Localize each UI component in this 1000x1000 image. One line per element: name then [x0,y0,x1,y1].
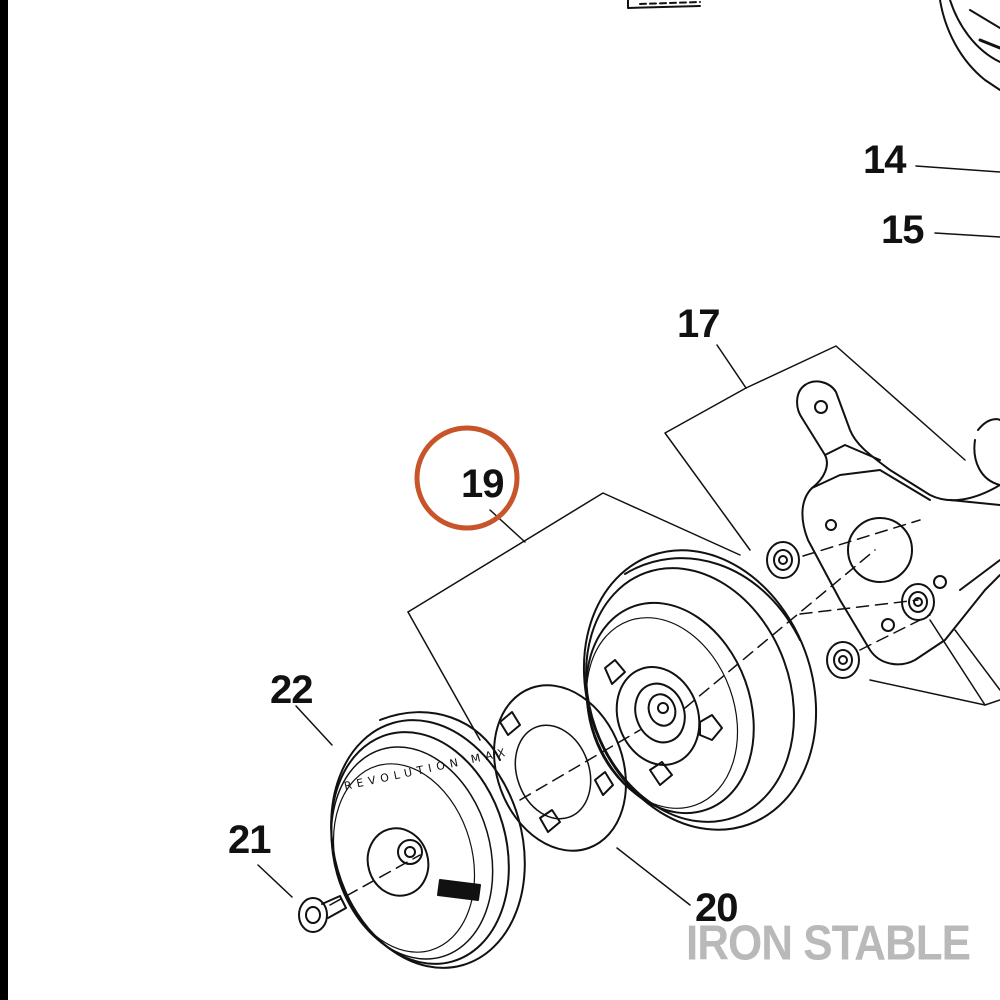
leader-line-14 [915,165,1000,173]
callout-15: 15 [881,208,924,252]
callout-19: 19 [461,462,504,506]
callout-14: 14 [863,138,906,182]
highlight-circle [414,425,520,531]
nut-pointer-lines [869,619,1000,706]
watermark: IRON STABLE [686,916,971,971]
mounting-bracket [796,380,1000,666]
callout-21: 21 [228,818,271,862]
flange-nut [901,583,935,621]
callout-20: 20 [695,886,738,930]
gasket-20 [493,684,627,852]
bolt-21 [298,895,347,933]
leader-line-22 [295,705,333,746]
flange-nut [766,541,800,579]
flange-nut [826,641,860,679]
group-19-lines [407,492,741,741]
page-edge-bar [0,0,8,1000]
upper-part-fragment [627,0,1000,91]
air-cleaner-housing [582,549,818,831]
leader-line-20 [616,847,691,906]
bracket-17-group-lines [664,344,966,551]
callout-17: 17 [677,302,720,346]
callout-22: 22 [270,668,313,712]
air-cleaner-cover-22 [330,711,526,969]
leader-line-21 [257,864,293,898]
leader-line-15 [934,232,1000,238]
